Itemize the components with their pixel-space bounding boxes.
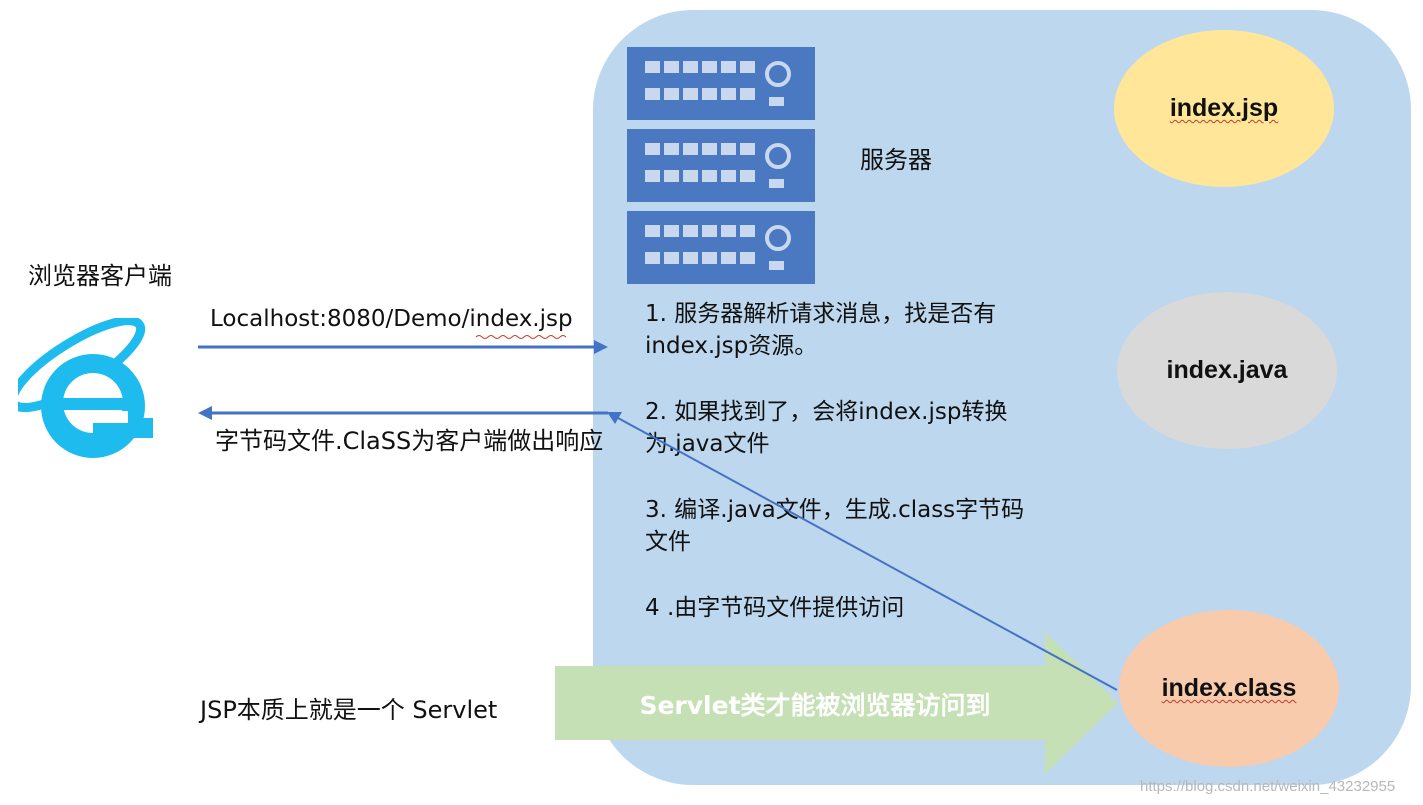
step-1: 1. 服务器解析请求消息，找是否有index.jsp资源。 xyxy=(645,301,997,359)
jsp-file-node: index.jsp xyxy=(1114,30,1334,187)
class-file-label: index.class xyxy=(1161,674,1297,702)
big-arrow-label: Servlet类才能被浏览器访问到 xyxy=(639,691,991,720)
class-return-arrow xyxy=(617,417,1118,691)
server-rack-icon xyxy=(627,129,815,202)
class-file-node: index.class xyxy=(1119,610,1339,767)
step-2: 2. 如果找到了，会将index.jsp转换为.java文件 xyxy=(645,399,1008,457)
big-green-arrow xyxy=(555,632,1118,774)
client-label: 浏览器客户端 xyxy=(28,262,172,290)
response-label: 字节码文件.ClaSS为客户端做出响应 xyxy=(215,427,604,455)
step-4: 4 .由字节码文件提供访问 xyxy=(645,595,905,621)
request-url-label: Localhost:8080/Demo/index.jsp xyxy=(210,306,573,332)
server-rack-icon xyxy=(627,211,815,284)
server-rack-icon xyxy=(627,47,815,120)
watermark: https://blog.csdn.net/weixin_43232955 xyxy=(1140,778,1396,795)
ie-browser-icon xyxy=(18,318,153,458)
step-3: 3. 编译.java文件，生成.class字节码文件 xyxy=(645,497,1025,555)
java-file-label: index.java xyxy=(1166,356,1288,384)
server-label: 服务器 xyxy=(860,146,932,174)
java-file-node: index.java xyxy=(1117,292,1337,449)
jsp-file-label: index.jsp xyxy=(1169,94,1279,122)
jsp-essence-label: JSP本质上就是一个 Servlet xyxy=(200,696,498,724)
